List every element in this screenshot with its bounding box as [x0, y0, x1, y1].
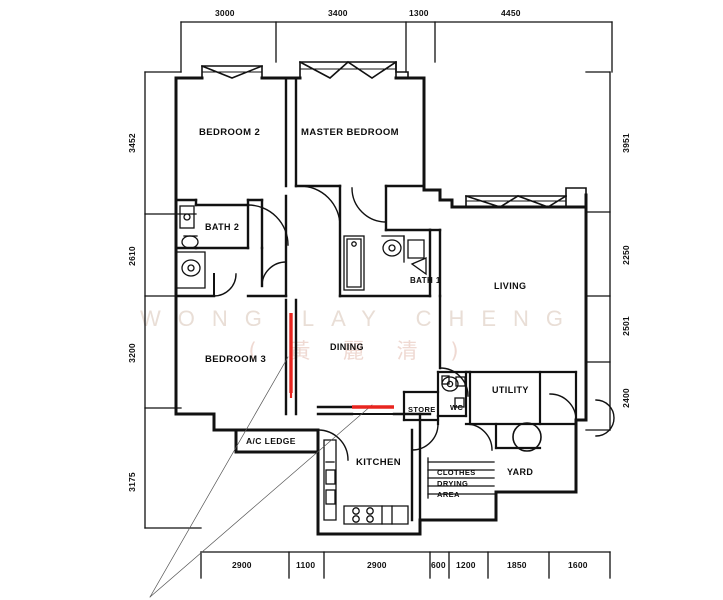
dimension-chain-top — [180, 21, 613, 73]
dim-top-4: 4450 — [501, 8, 521, 18]
dim-left-2: 2610 — [126, 246, 137, 266]
dimension-chain-bottom — [200, 551, 611, 579]
callout-leader-lines — [149, 356, 373, 598]
bay-window-living — [464, 187, 587, 208]
kitchen-fixtures — [323, 439, 409, 525]
room-label-bath1: BATH 1 — [410, 276, 441, 285]
dim-bottom-3: 2900 — [367, 560, 387, 570]
room-label-master-bedroom: MASTER BEDROOM — [301, 127, 399, 138]
dim-bottom-5: 1200 — [456, 560, 476, 570]
dim-left-4: 3175 — [126, 472, 137, 492]
exterior-walls — [174, 76, 588, 536]
room-label-bath2: BATH 2 — [205, 222, 240, 232]
room-label-yard: YARD — [507, 467, 534, 477]
clothes-drying-racks — [427, 457, 495, 499]
bay-window-bedroom2 — [200, 64, 264, 79]
dim-bottom-2: 1100 — [296, 560, 316, 570]
dim-bottom-1: 2900 — [232, 560, 252, 570]
highlighted-walls — [289, 313, 394, 409]
room-label-utility: UTILITY — [492, 385, 529, 395]
dim-top-3: 1300 — [409, 8, 429, 18]
dim-bottom-6: 1850 — [507, 560, 527, 570]
bay-window-master — [298, 60, 409, 79]
door-leaves — [213, 204, 395, 415]
room-label-kitchen: KITCHEN — [356, 457, 402, 468]
room-label-living: LIVING — [494, 281, 527, 291]
room-label-store: STORE — [408, 405, 436, 414]
dim-bottom-7: 1600 — [568, 560, 588, 570]
room-label-clothes-drying-area-line2: DRYING — [437, 479, 469, 488]
dim-right-3: 2501 — [620, 316, 631, 336]
dim-bottom-4: 600 — [431, 560, 446, 570]
bath2-fixtures — [177, 205, 206, 289]
dimension-chain-right — [585, 71, 611, 431]
dim-right-4: 2400 — [620, 388, 631, 408]
dimension-chain-left — [144, 71, 202, 529]
yard-fixture — [512, 422, 542, 452]
interior-walls — [174, 76, 442, 522]
room-label-bedroom2: BEDROOM 2 — [199, 127, 261, 138]
door-swings — [213, 185, 615, 461]
room-label-clothes-drying-area-line3: AREA — [437, 490, 460, 499]
room-label-bedroom3: BEDROOM 3 — [205, 354, 267, 365]
bath1-fixtures — [343, 235, 427, 291]
room-label-clothes-drying-area-line1: CLOTHES — [437, 468, 476, 477]
dim-top-1: 3000 — [215, 8, 235, 18]
dim-left-3: 3200 — [126, 343, 137, 363]
room-label-dining: DINING — [330, 342, 364, 352]
dim-right-2: 2250 — [620, 245, 631, 265]
room-label-wc: WC — [450, 403, 464, 412]
room-label-ac-ledge: A/C LEDGE — [246, 436, 296, 446]
dim-left-1: 3452 — [126, 133, 137, 153]
service-core-walls — [402, 370, 578, 494]
dim-right-1: 3951 — [620, 133, 631, 153]
dim-top-2: 3400 — [328, 8, 348, 18]
